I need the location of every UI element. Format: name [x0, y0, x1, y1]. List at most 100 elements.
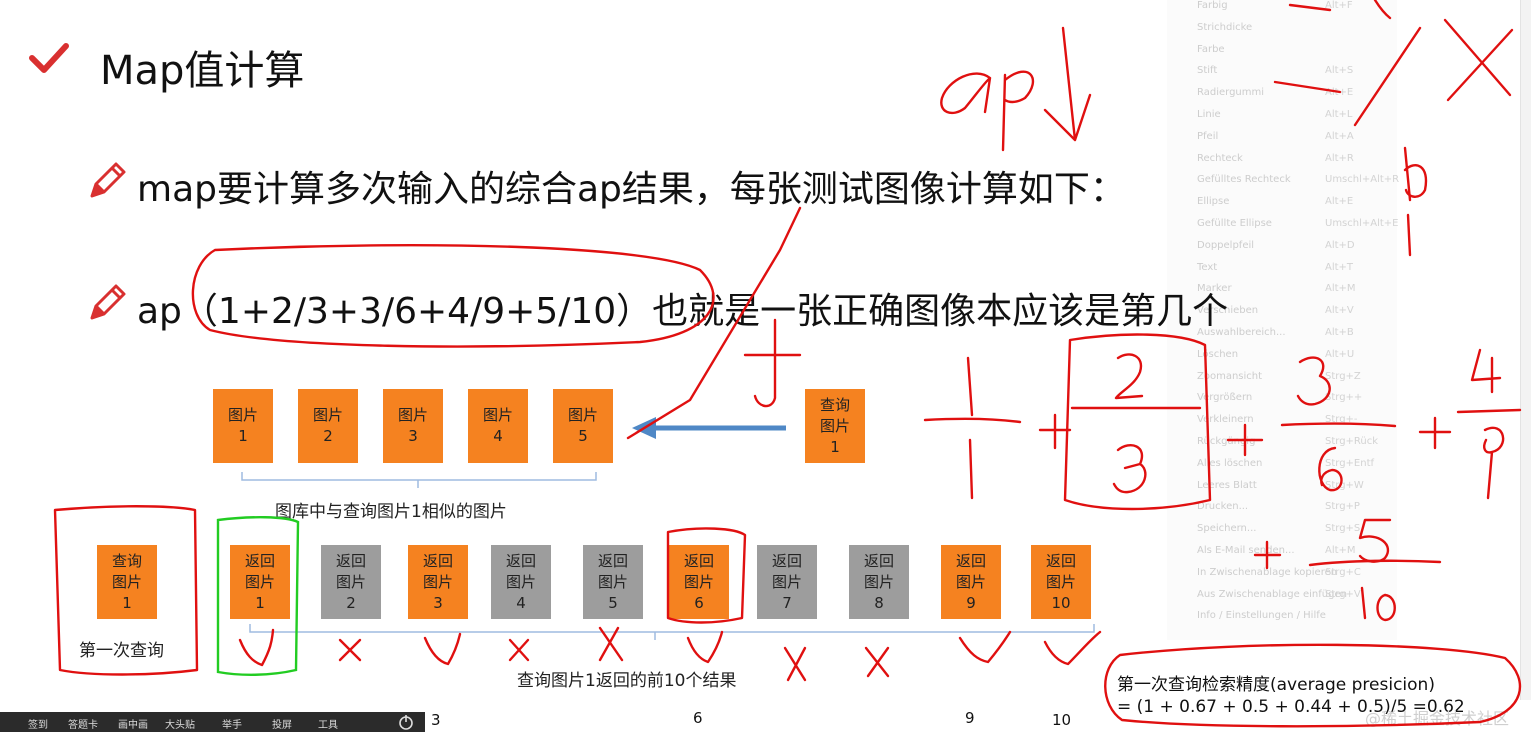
context-menu-item[interactable]: Leeres Blatt [1197, 479, 1257, 491]
context-menu-shortcut: Strg++ [1325, 392, 1363, 404]
taskbar-item[interactable]: 答题卡 [68, 720, 98, 731]
context-menu-item[interactable]: Info / Einstellungen / Hilfe [1197, 610, 1326, 622]
context-menu-item[interactable]: Farbig [1197, 0, 1228, 11]
taskbar-item[interactable]: 工具 [318, 720, 338, 731]
bottom-number: 6 [693, 709, 703, 727]
context-menu-item[interactable]: Drucken... [1197, 501, 1249, 513]
taskbar-item[interactable]: 画中画 [118, 720, 148, 731]
bottom-number: 3 [431, 711, 441, 729]
context-menu-item[interactable]: Ellipse [1197, 196, 1230, 208]
ink-ellipse [191, 243, 715, 348]
context-menu-shortcut: Alt+E [1325, 196, 1354, 208]
context-menu-item[interactable]: Radiergummi [1197, 87, 1265, 99]
taskbar-item[interactable]: 投屏 [272, 720, 292, 731]
context-menu-item[interactable]: Löschen [1197, 348, 1239, 360]
context-menu-item[interactable]: Aus Zwischenablage einfügen [1197, 588, 1347, 600]
context-menu-shortcut: Alt+U [1325, 348, 1355, 360]
precision-formula-line2: = (1 + 0.67 + 0.5 + 0.44 + 0.5)/5 =0.62 [1117, 697, 1465, 717]
context-menu-shortcut: Strg+Z [1325, 370, 1361, 382]
ink-ellipse [1104, 643, 1522, 728]
context-menu-shortcut: Alt+T [1325, 261, 1354, 273]
context-menu-shortcut: Strg+P [1325, 501, 1360, 513]
bullet-text-2: ap（1+2/3+3/6+4/9+5/10）也就是一张正确图像本应该是第几个 [137, 291, 1229, 332]
context-menu-item[interactable]: Text [1197, 261, 1218, 273]
ink-stroke [743, 318, 802, 408]
ink-green-box [216, 516, 300, 676]
context-menu-item[interactable]: Gefüllte Ellipse [1197, 218, 1272, 229]
context-menu-item[interactable]: Verkleinern [1197, 414, 1254, 426]
context-menu-item[interactable]: Doppelpfeil [1197, 239, 1255, 251]
bottom-number: 9 [965, 709, 975, 727]
context-menu-shortcut: Alt+B [1325, 327, 1354, 338]
taskbar-item[interactable]: 举手 [222, 720, 242, 731]
context-menu-item[interactable]: Zoomansicht [1197, 370, 1263, 382]
ink-stroke [1273, 26, 1422, 127]
context-menu-item[interactable]: Rechteck [1197, 152, 1243, 164]
context-menu-shortcut: Strg+Entf [1325, 457, 1375, 469]
context-menu-shortcut: Umschl+Alt+R [1325, 174, 1400, 186]
context-menu-item[interactable]: Pfeil [1197, 130, 1219, 142]
context-menu-item[interactable]: Alles löschen [1197, 457, 1263, 469]
context-menu-shortcut: Strg+- [1325, 414, 1358, 426]
context-menu-shortcut: Alt+S [1325, 65, 1354, 77]
context-menu-item[interactable]: Verschieben [1197, 305, 1259, 317]
results-brace [249, 624, 1095, 640]
bullet-text-1: map要计算多次输入的综合ap结果，每张测试图像计算如下： [137, 169, 1126, 210]
context-menu-shortcut: Alt+D [1325, 239, 1355, 251]
context-menu-shortcut: Alt+M [1325, 545, 1356, 556]
context-menu-item[interactable]: Farbe [1197, 43, 1225, 55]
context-menu-shortcut: Alt+V [1325, 305, 1354, 317]
context-menu-shortcut: Alt+M [1325, 283, 1356, 295]
context-menu-item[interactable]: Als E-Mail senden... [1197, 545, 1295, 556]
ink-arrow [1043, 26, 1092, 142]
context-menu-shortcut: Strg+W [1325, 479, 1364, 491]
power-icon[interactable] [397, 714, 415, 730]
context-menu-item[interactable]: Rückgängig [1197, 436, 1256, 447]
results-caption: 查询图片1返回的前10个结果 [517, 671, 737, 691]
context-menu-shortcut: Alt+F [1325, 0, 1353, 11]
pencil-icon [90, 284, 126, 320]
scrollbar[interactable] [1520, 0, 1531, 700]
context-menu-item[interactable]: In Zwischenablage kopieren [1197, 566, 1338, 578]
bottom-number: 10 [1052, 711, 1072, 729]
gallery-brace [241, 472, 597, 488]
taskbar-item[interactable]: 签到 [28, 720, 48, 731]
ink-stroke [1403, 146, 1428, 257]
context-menu-shortcut: Strg+Rück [1325, 436, 1379, 447]
context-menu-item[interactable]: Strichdicke [1197, 21, 1253, 33]
taskbar: 签到 答题卡 画中画 大头贴 举手 投屏 工具 [0, 712, 425, 732]
context-menu-item[interactable]: Marker [1197, 283, 1232, 295]
context-menu-item[interactable]: Gefülltes Rechteck [1197, 174, 1291, 186]
context-menu-item[interactable]: Linie [1197, 109, 1221, 120]
context-menu-shortcut: Alt+A [1325, 130, 1354, 142]
ink-box [53, 505, 199, 676]
taskbar-item[interactable]: 大头贴 [165, 720, 195, 731]
context-menu-item[interactable]: Auswahlbereich... [1197, 327, 1286, 338]
ink-text-ap [940, 70, 1035, 152]
context-menu-item[interactable]: Vergrößern [1197, 392, 1253, 404]
precision-formula-line1: 第一次查询检索精度(average presicion) [1117, 675, 1435, 695]
context-menu-item[interactable]: Stift [1197, 65, 1218, 77]
checkmark-icon [29, 43, 69, 73]
context-menu-item[interactable]: Speichern... [1197, 523, 1257, 535]
